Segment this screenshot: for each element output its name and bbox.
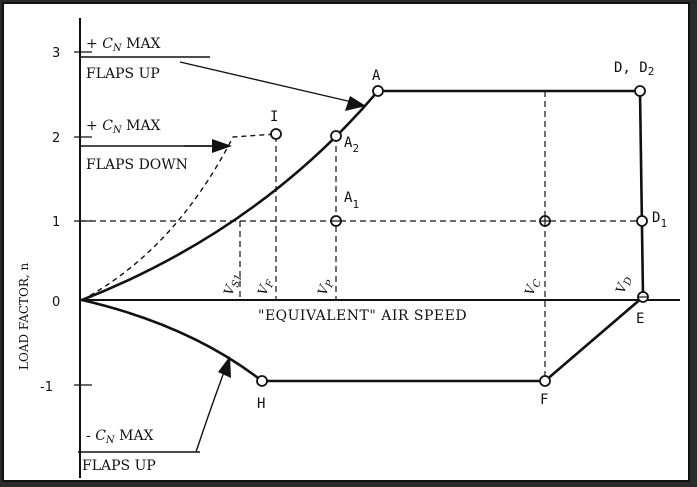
y-tick-label-3: 3 [52,46,60,61]
label-e: E [636,311,644,327]
point-a-marker [372,85,384,97]
annotation-cn-max-flaps-up-bottom: - CN MAX FLAPS UP [78,356,231,474]
point-f-marker [539,375,551,387]
label-vp: VP [316,277,337,298]
positive-stall-curve [80,89,380,302]
negative-stall-curve [80,298,264,383]
point-d1-marker [636,215,648,227]
annotation-cn-max-flaps-down: + CN MAX FLAPS DOWN [80,118,232,173]
label-d1: D1 [652,210,667,230]
flight-envelope [80,89,645,383]
label-vs1: VS1 [222,271,245,298]
label-vf: VF [256,276,278,298]
dive-limit-line [638,89,645,299]
annotation-mid-arrowhead [212,139,232,153]
y-tick-label-minus1: -1 [40,380,53,395]
annotation-top-leader [179,61,353,103]
points [256,85,649,387]
annotation-bottom-leader [195,371,225,453]
label-a: A [372,68,381,84]
point-d-marker [634,85,646,97]
annotation-cn-max-flaps-up-top: + CN MAX FLAPS UP [80,36,366,111]
flaps-down-dashed-curve [81,133,277,301]
y-tick-label-1: 1 [52,215,60,230]
annotation-top-line1: + CN MAX [86,36,161,54]
annotation-mid-line1: + CN MAX [86,118,161,136]
point-a2-marker [330,130,342,142]
y-tick-label-0: 0 [52,295,60,310]
label-i: I [270,109,278,125]
annotation-top-line2: FLAPS UP [86,66,160,82]
label-vd: VD [614,274,636,296]
paper-background [2,2,690,482]
label-f: F [540,392,548,408]
label-vc: VC [523,276,545,298]
speed-labels: VS1 VF VP VC VD [222,271,636,298]
label-h: H [257,396,265,412]
x-axis-label: "EQUIVALENT" AIR SPEED [258,308,467,324]
y-tick-label-2: 2 [52,131,60,146]
annotation-top-arrowhead [345,96,366,111]
y-axis-label: LOAD FACTOR, n [17,262,31,370]
y-ticks: 3 2 1 0 -1 [40,46,92,395]
point-h-marker [256,375,268,387]
point-labels: A I A2 A1 D, D2 D1 E F H [257,60,667,412]
annotation-mid-line2: FLAPS DOWN [86,157,188,173]
annotation-bottom-arrowhead [218,356,231,378]
label-a1: A1 [344,190,359,211]
point-i-marker [270,128,282,140]
annotation-bottom-line1: - CN MAX [86,428,154,446]
annotation-bottom-line2: FLAPS UP [82,458,156,474]
label-a2: A2 [344,135,359,155]
negative-gust-line [543,295,645,383]
label-d-d2: D, D2 [614,60,654,78]
